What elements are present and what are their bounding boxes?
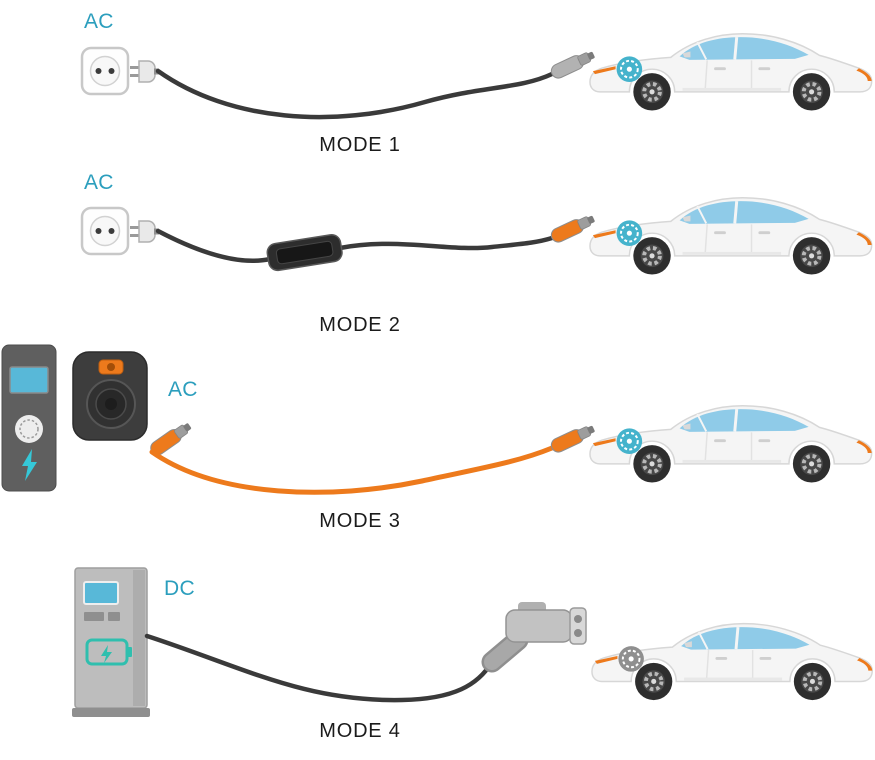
battery-charging-icon [85,638,132,666]
wall-socket-icon [80,46,130,96]
mode-3-current-type-label: AC [168,378,198,401]
charging-cable-icon [144,633,495,703]
charging-cable-icon [149,445,555,495]
power-plug-icon [129,220,160,243]
ev-car-icon [590,34,872,111]
mode-2-current-type-label: AC [84,171,114,194]
charging-cable-icon [155,68,555,120]
mode-1-label: MODE 1 [319,134,401,156]
mode-3-scene [1,344,872,495]
mode-4-label: MODE 4 [319,720,401,742]
mode-1-scene [80,34,872,120]
ev-car-icon [590,406,872,483]
mode-1-current-type-label: AC [84,10,114,33]
type2-connector-icon [548,421,598,455]
type2-connector-icon [548,211,598,245]
ev-car-icon [590,198,872,275]
incable-control-box-icon [266,233,343,272]
mode-3-label: MODE 3 [319,510,401,532]
charging-cable-icon [337,235,555,251]
charging-cable-icon [155,228,273,264]
power-plug-icon [129,60,160,83]
charging-pedestal-icon [1,344,57,492]
mode-2-scene [80,198,872,275]
wall-socket-icon [80,206,130,256]
type2-connector-icon [548,47,598,81]
station-screen-icon [83,581,119,605]
dc-fast-charger-icon [72,567,150,717]
ev-car-icon [592,624,872,700]
mode-2-label: MODE 2 [319,314,401,336]
pedestal-screen-icon [9,366,49,394]
ccs-connector-icon [481,602,587,673]
mode-4-current-type-label: DC [164,577,195,600]
mode-4-scene [72,567,872,717]
lightning-bolt-icon [22,449,37,481]
wallbox-icon [72,351,148,441]
